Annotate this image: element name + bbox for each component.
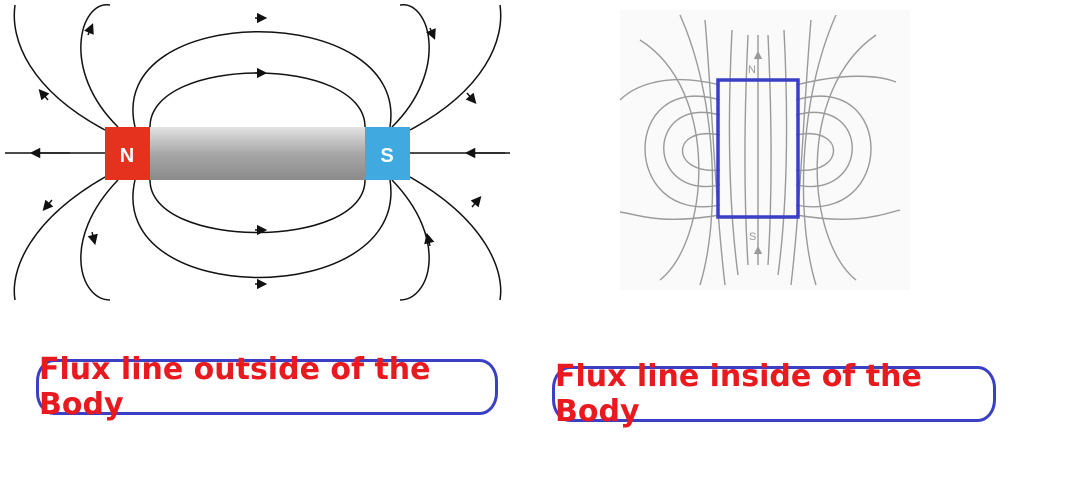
outside-field-lines (5, 4, 510, 301)
body-highlight-box (716, 78, 800, 219)
inside-caption: Flux line inside of the Body (555, 359, 922, 429)
outside-caption-box: Flux line outside of the Body (36, 352, 498, 422)
inside-south-label: S (749, 231, 756, 243)
bar-magnet: N S (105, 127, 410, 180)
inside-caption-box: Flux line inside of the Body (552, 359, 996, 429)
south-pole-label: S (380, 145, 393, 167)
inside-field-lines (619, 10, 910, 290)
outside-caption: Flux line outside of the Body (39, 352, 431, 422)
magnet-body (150, 127, 365, 180)
magnet-north-pole (105, 127, 150, 180)
magnet-south-pole (365, 127, 410, 180)
inside-north-label: N (748, 64, 756, 76)
north-pole-label: N (120, 145, 134, 167)
